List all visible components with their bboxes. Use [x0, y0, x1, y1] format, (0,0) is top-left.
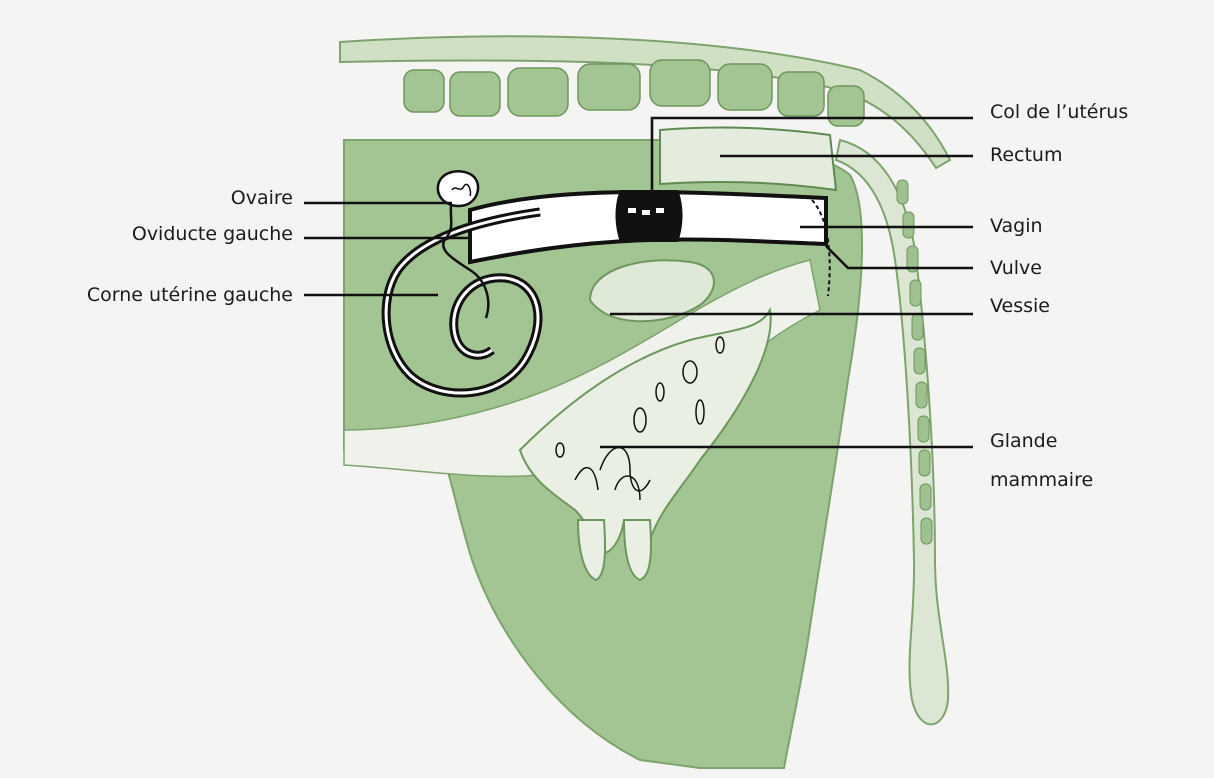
label-corne: Corne utérine gauche — [87, 284, 293, 306]
label-glande-line2: mammaire — [990, 469, 1093, 491]
cervix — [616, 190, 683, 242]
label-vessie: Vessie — [990, 295, 1050, 317]
label-rectum: Rectum — [990, 144, 1062, 166]
label-vagin: Vagin — [990, 215, 1043, 237]
label-vulve: Vulve — [990, 257, 1042, 279]
rectum — [660, 128, 836, 190]
label-oviducte: Oviducte gauche — [132, 223, 293, 245]
label-ovaire: Ovaire — [231, 187, 293, 209]
label-glande-line1: Glande — [990, 430, 1057, 452]
label-col: Col de l’utérus — [990, 101, 1128, 123]
